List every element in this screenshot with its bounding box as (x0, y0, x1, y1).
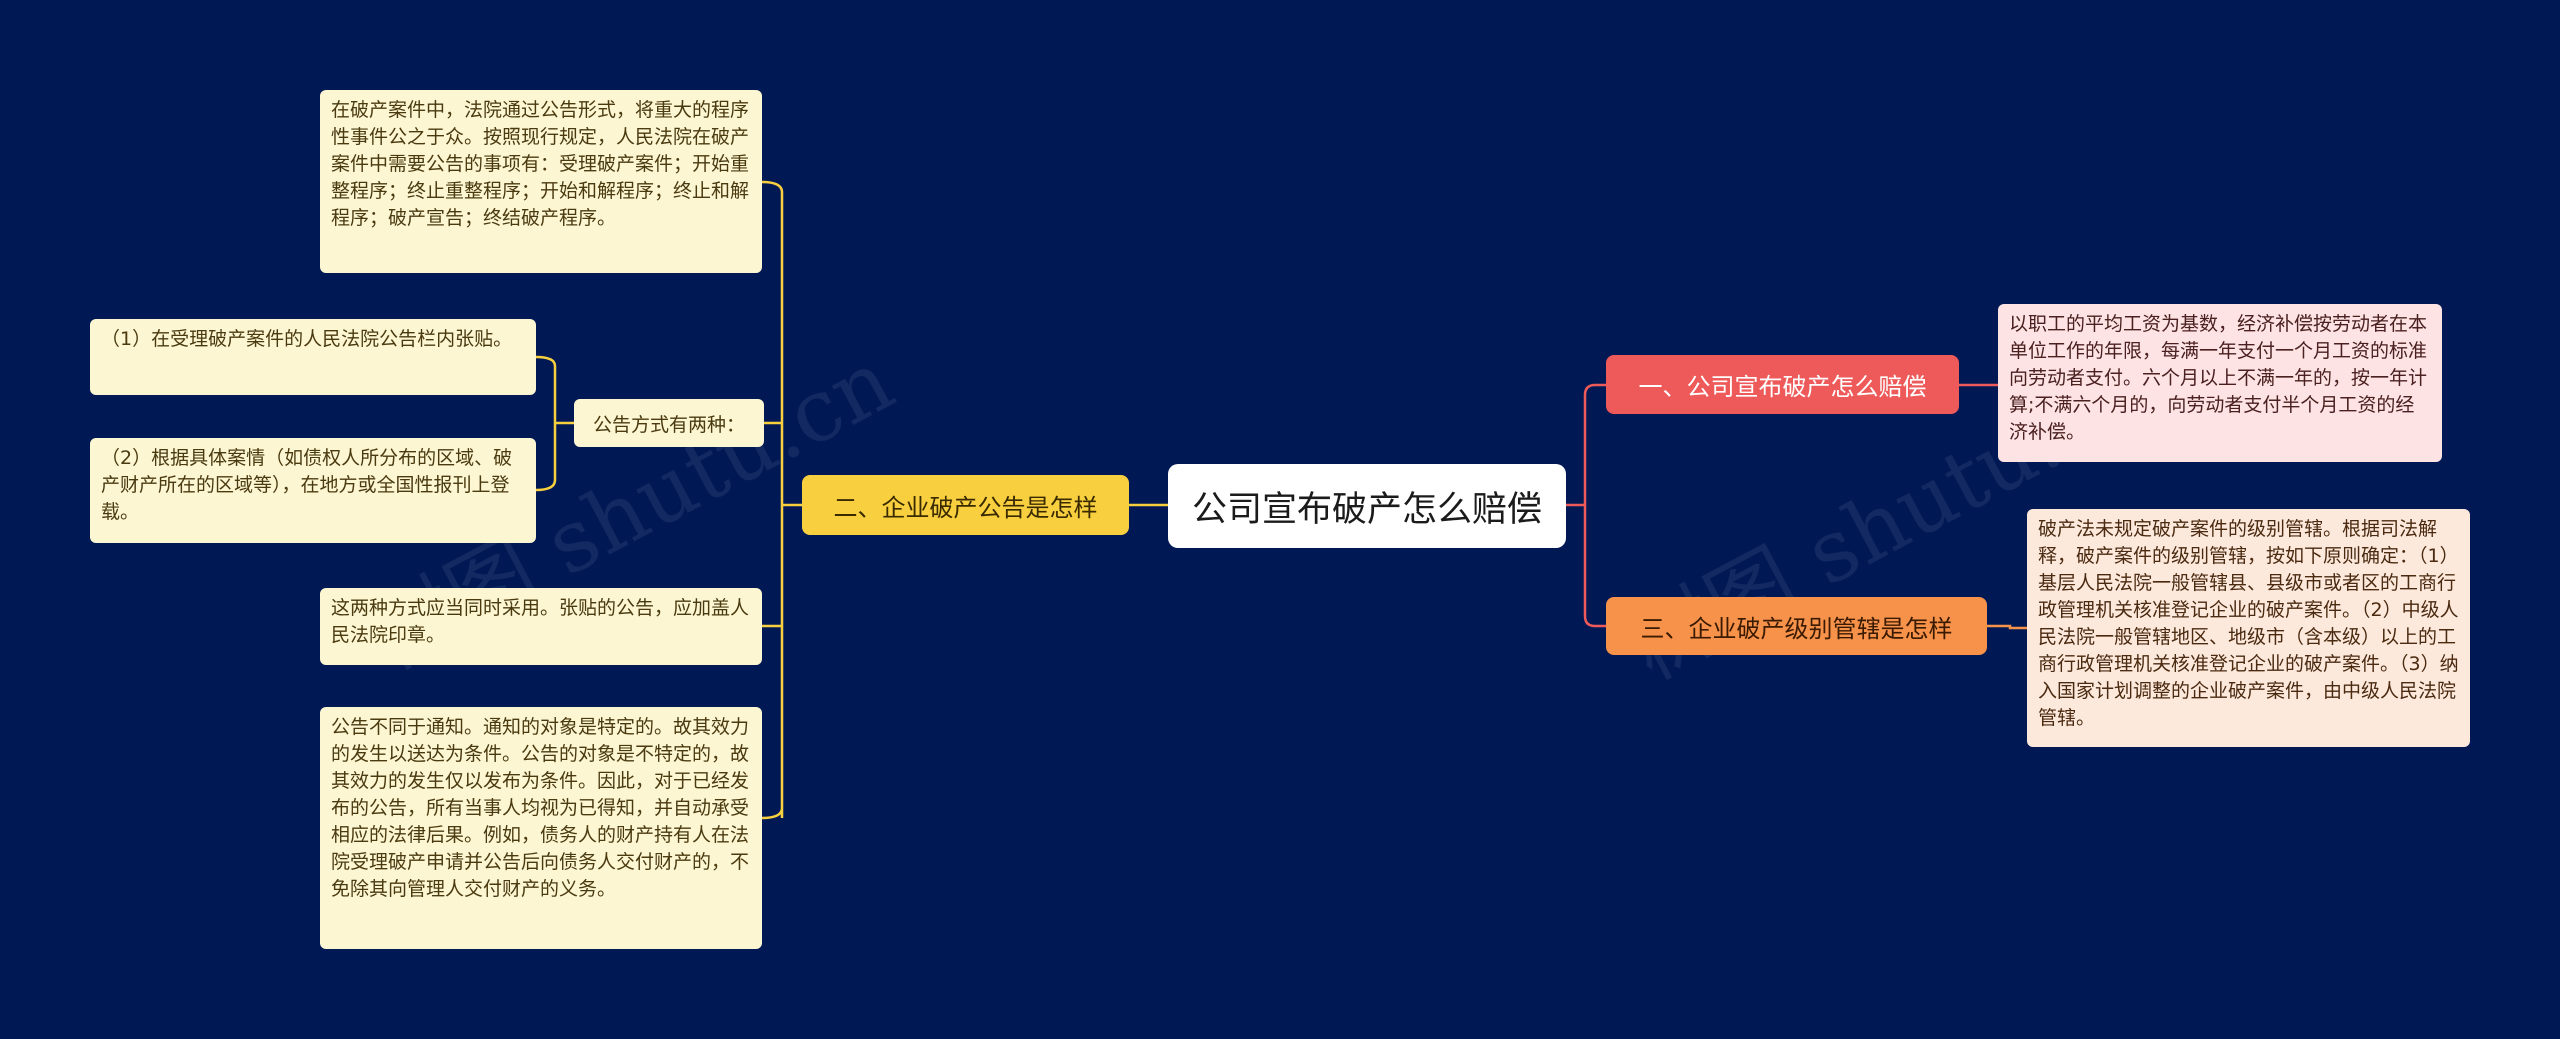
link-r2-leaf (1987, 624, 2027, 630)
leaf-notice-method-posting[interactable]: （1）在受理破产案件的人民法院公告栏内张贴。 (90, 319, 536, 395)
root-topic[interactable]: 公司宣布破产怎么赔偿 (1168, 464, 1566, 548)
link-root-right (1566, 383, 1606, 628)
subtopic-notice-methods[interactable]: 公告方式有两种： (574, 399, 764, 447)
link-left-trunk (761, 180, 802, 820)
leaf-notice-simultaneous[interactable]: 这两种方式应当同时采用。张贴的公告，应加盖人民法院印章。 (320, 588, 762, 665)
link-mid-children (535, 355, 574, 492)
leaf-jurisdiction-rule[interactable]: 破产法未规定破产案件的级别管辖。根据司法解释，破产案件的级别管辖，按如下原则确定… (2027, 509, 2470, 747)
branch-bankruptcy-compensation[interactable]: 一、公司宣布破产怎么赔偿 (1606, 355, 1959, 414)
leaf-compensation-rule[interactable]: 以职工的平均工资为基数，经济补偿按劳动者在本单位工作的年限，每满一年支付一个月工… (1998, 304, 2442, 462)
leaf-notice-definition[interactable]: 在破产案件中，法院通过公告形式，将重大的程序性事件公之于众。按照现行规定，人民法… (320, 90, 762, 273)
leaf-notice-method-newspaper[interactable]: （2）根据具体案情（如债权人所分布的区域、破产财产所在的区域等），在地方或全国性… (90, 438, 536, 543)
leaf-notice-vs-notification[interactable]: 公告不同于通知。通知的对象是特定的。故其效力的发生以送达为条件。公告的对象是不特… (320, 707, 762, 949)
branch-enterprise-bankruptcy-notice[interactable]: 二、企业破产公告是怎样 (802, 475, 1129, 535)
branch-bankruptcy-jurisdiction[interactable]: 三、企业破产级别管辖是怎样 (1606, 597, 1987, 655)
